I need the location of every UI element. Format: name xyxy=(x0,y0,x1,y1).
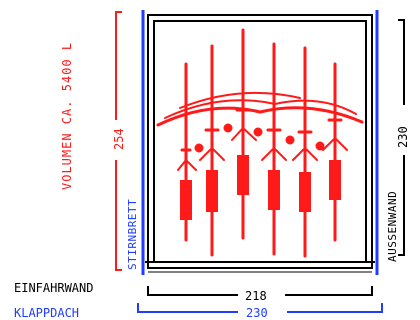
entry-wall-label: EINFAHRWAND xyxy=(14,281,93,295)
height-dimension-left xyxy=(115,11,122,271)
bikes-illustration xyxy=(156,28,364,258)
front-board-label: STIRNBRETT xyxy=(126,199,139,270)
inner-width-label: 218 xyxy=(245,289,267,303)
outer-wall-label: AUSSENWAND xyxy=(386,191,399,262)
folding-roof-label: KLAPPDACH xyxy=(14,306,79,320)
height-dimension-left-label: 254 xyxy=(112,128,126,150)
height-dimension-right xyxy=(398,19,405,256)
container-outline xyxy=(145,14,375,273)
height-dimension-right-label: 230 xyxy=(396,126,410,148)
outer-width-dimension xyxy=(137,303,383,313)
outer-width-label: 230 xyxy=(246,306,268,320)
side-walls xyxy=(141,10,379,275)
volume-label: VOLUMEN CA. 5400 L xyxy=(60,42,74,190)
inner-width-dimension xyxy=(147,286,373,296)
